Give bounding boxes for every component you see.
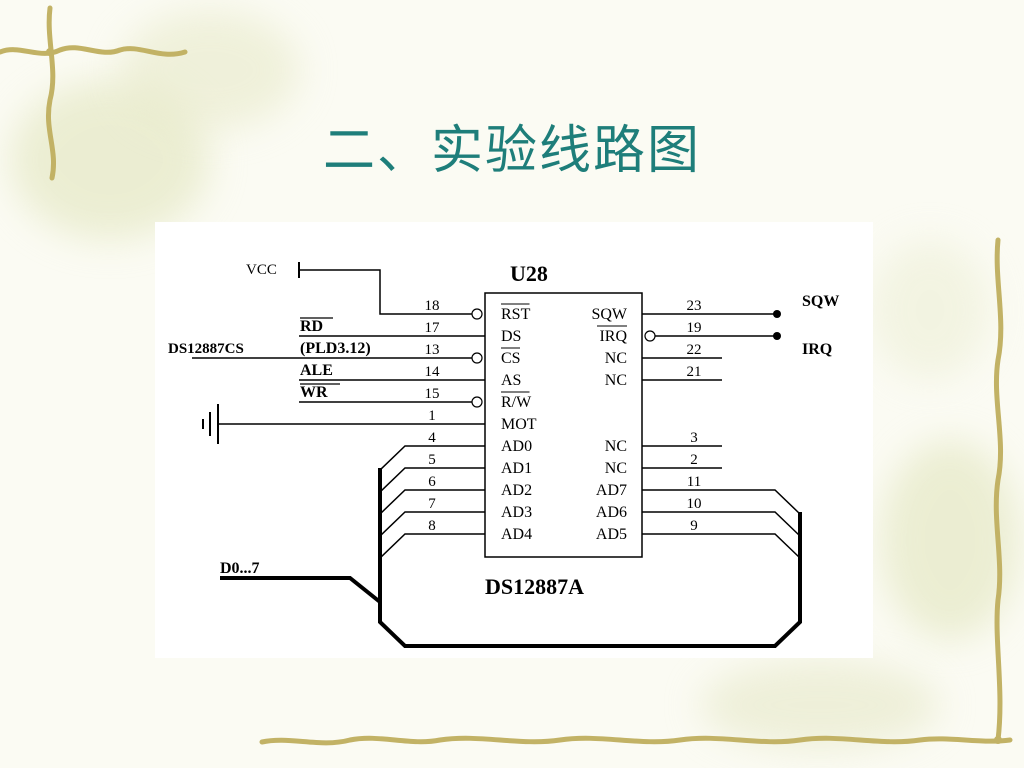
right-pin-label: NC (605, 438, 627, 455)
left-pin-number: 7 (428, 496, 436, 512)
junction-sqw (773, 310, 781, 318)
right-pin-label: IRQ (599, 328, 627, 345)
left-pin-label: CS (501, 350, 521, 367)
vcc-wire (299, 269, 472, 315)
chip-name-label: DS12887A (485, 574, 584, 599)
vine-bottom-horizontal (259, 735, 1013, 746)
vine-right-vertical (993, 237, 1004, 743)
right-pin-label: NC (605, 372, 627, 389)
invert-bubble-irq (644, 330, 656, 342)
address-data-lines (379, 445, 801, 559)
schematic-panel: U28 DS12887A VCC RD DS12887CS (PLD3.12) (155, 222, 873, 658)
left-pin-number: 17 (425, 320, 441, 336)
left-pin-label: AD1 (501, 460, 532, 477)
vine-top-horizontal (0, 45, 188, 57)
left-pin-label: R/W (501, 394, 532, 411)
slide-title: 二、实验线路图 (322, 121, 701, 181)
right-pin-label: AD5 (596, 526, 627, 543)
signal-wr: WR (300, 384, 328, 401)
right-pin-number: 21 (687, 364, 702, 380)
left-pin-label: AD3 (501, 504, 532, 521)
bg-blob (120, 10, 300, 130)
left-pin-number: 4 (428, 430, 436, 446)
chip-body (484, 292, 643, 558)
bus-label: D0...7 (220, 560, 260, 577)
left-pin-number: 5 (428, 452, 436, 468)
left-pin-number: 14 (425, 364, 441, 380)
left-pin-label: AD4 (501, 526, 532, 543)
left-pin-number: 8 (428, 518, 436, 534)
right-pin-number: 9 (690, 518, 698, 534)
invert-bubble-cs (471, 352, 483, 364)
left-pin-label: AD0 (501, 438, 532, 455)
left-pin-number: 13 (425, 342, 440, 358)
invert-bubble-rw (471, 396, 483, 408)
signal-sqw: SQW (802, 293, 839, 310)
right-pin-number: 23 (687, 298, 702, 314)
right-pin-number: 11 (687, 474, 701, 490)
right-pin-number: 10 (687, 496, 702, 512)
right-pin-number: 19 (687, 320, 702, 336)
right-pin-number: 2 (690, 452, 698, 468)
signal-rd: RD (300, 318, 323, 335)
right-pin-label: NC (605, 350, 627, 367)
signal-ale: ALE (300, 362, 333, 379)
data-bus (220, 468, 802, 648)
schematic-diagram: U28 DS12887A VCC RD DS12887CS (PLD3.12) (168, 261, 839, 648)
bg-blob (870, 240, 990, 380)
left-pin-number: 6 (428, 474, 436, 490)
left-pin-number: 15 (425, 386, 440, 402)
right-pin-label: SQW (591, 306, 627, 323)
signal-cs-name: DS12887CS (168, 341, 244, 357)
signal-irq: IRQ (802, 341, 832, 358)
left-pin-number: 18 (425, 298, 440, 314)
right-pin-number: 22 (687, 342, 702, 358)
junction-irq (773, 332, 781, 340)
left-pin-label: MOT (501, 416, 537, 433)
right-pin-label: AD6 (596, 504, 627, 521)
right-pin-label: AD7 (596, 482, 627, 499)
signal-cs-pld: (PLD3.12) (300, 340, 371, 357)
bg-blob (700, 660, 940, 750)
vcc-label: VCC (246, 262, 277, 278)
left-pin-label: DS (501, 328, 521, 345)
chip-ref-label: U28 (510, 261, 548, 286)
ground-icon (202, 404, 219, 444)
vine-left-vertical (45, 5, 57, 181)
left-pin-label: AD2 (501, 482, 532, 499)
right-pin-label: NC (605, 460, 627, 477)
invert-bubble-rst (471, 308, 483, 320)
right-pin-number: 3 (690, 430, 698, 446)
left-pin-label: AS (501, 372, 521, 389)
left-pin-label: RST (501, 306, 531, 323)
left-pin-number: 1 (428, 408, 436, 424)
